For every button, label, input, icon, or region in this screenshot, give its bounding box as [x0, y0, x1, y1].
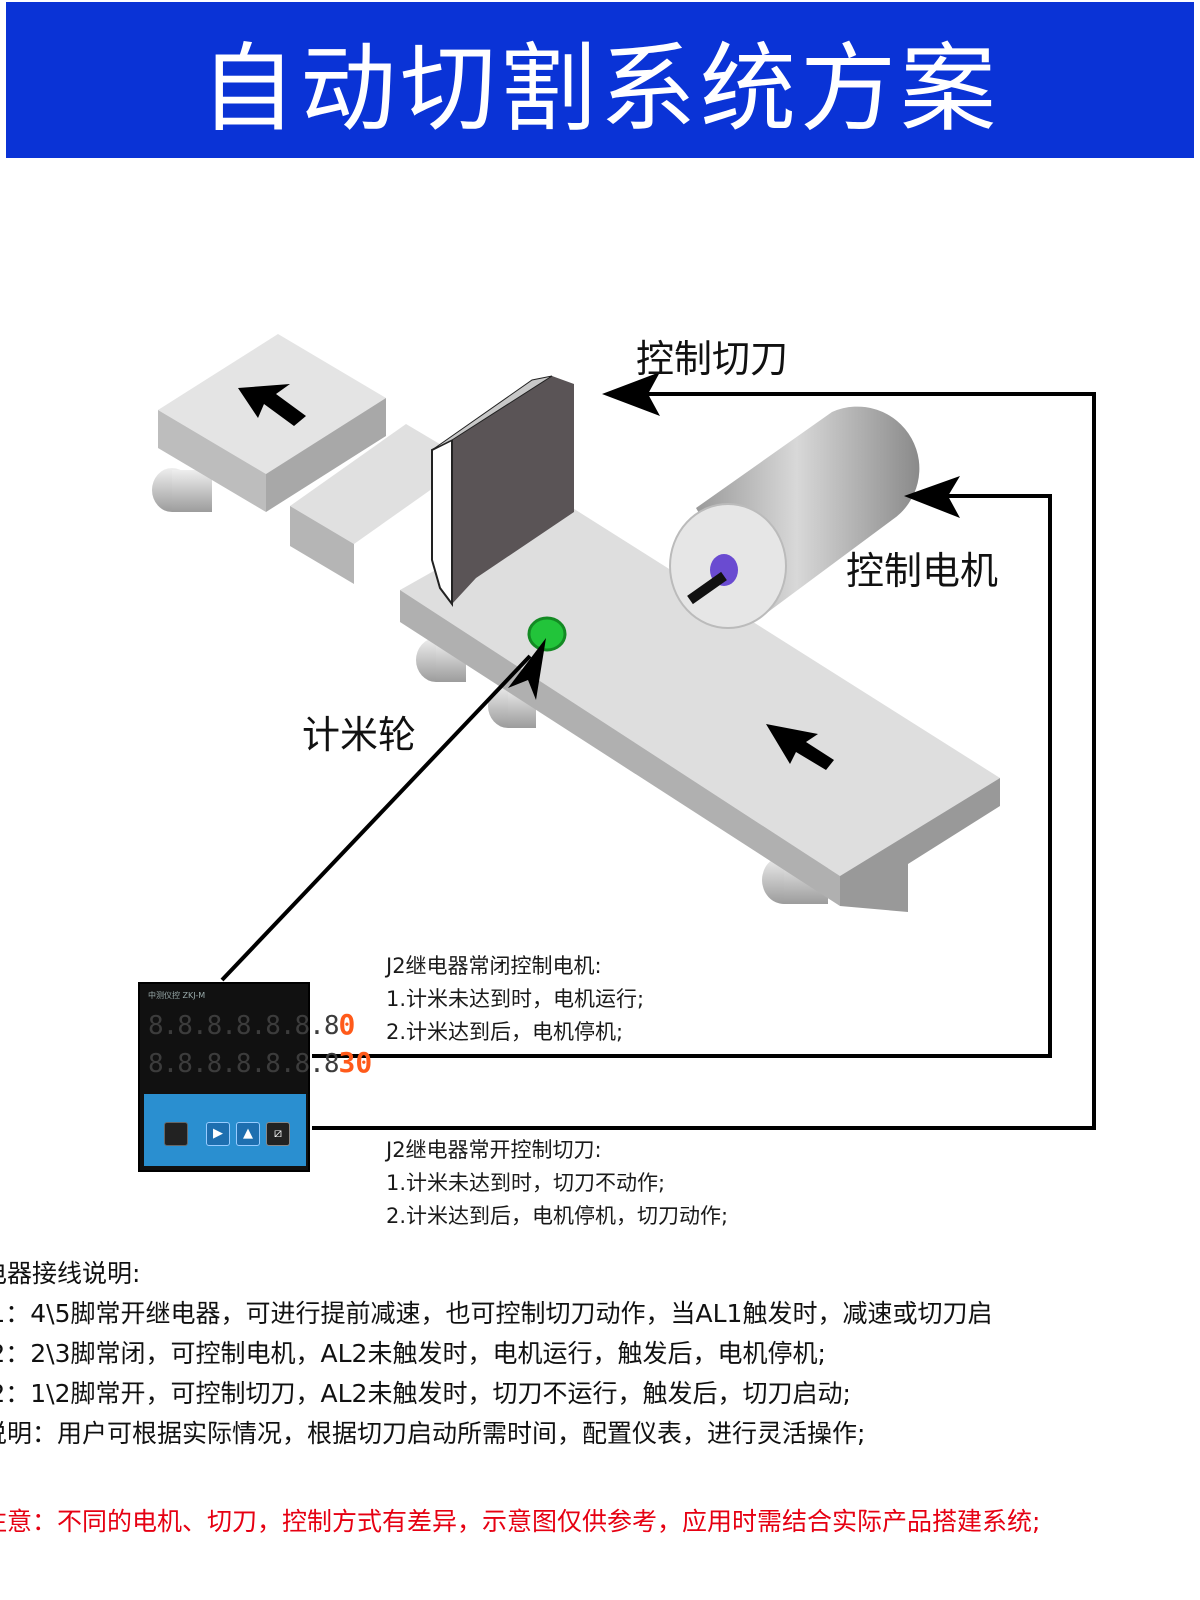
meter-controller: 中测仪控 ZKJ-M 8.8.8.8.8.8.80 8.8.8.8.8.8.83… — [138, 982, 372, 1172]
wiring-instructions: 电器接线说明: J1：4\5脚常开继电器，可进行提前减速，也可控制切刀动作，当A… — [0, 1254, 1200, 1454]
nc-relay-note: J2继电器常闭控制电机: 1.计米未达到时，电机运行; 2.计米达到后，电机停机… — [386, 950, 644, 1049]
conveyor-arrow-icon — [766, 724, 834, 770]
reset-button[interactable]: ⧄ — [266, 1122, 290, 1146]
meter-wheel — [527, 616, 567, 652]
motor-label: 控制电机 — [846, 549, 999, 593]
cutter-arrow-icon — [602, 372, 660, 416]
wiring-line-j2-nc: J2：2\3脚常闭，可控制电机，AL2未触发时，电机运行，触发后，电机停机; — [0, 1339, 826, 1368]
motor-control-line — [312, 494, 1052, 1058]
display-1-value: 0 — [338, 1008, 356, 1041]
display-row-2: 8.8.8.8.8.8.830 — [148, 1046, 372, 1079]
nc-note-line-1: 1.计米未达到时，电机运行; — [386, 987, 645, 1011]
page-title: 自动切割系统方案 — [200, 32, 1000, 145]
wiring-line-note: 说明：用户可根据实际情况，根据切刀启动所需时间，配置仪表，进行灵活操作; — [0, 1419, 866, 1448]
conveyor-belt — [400, 500, 1000, 912]
nc-note-title: J2继电器常闭控制电机: — [386, 954, 602, 978]
set-button[interactable] — [164, 1122, 188, 1146]
wiring-line-j1: J1：4\5脚常开继电器，可进行提前减速，也可控制切刀动作，当AL1触发时，减速… — [0, 1299, 993, 1328]
cutter-blade — [431, 375, 574, 607]
roller-left — [152, 468, 212, 512]
warning-text: 注意：不同的电机、切刀，控制方式有差异，示意图仅供参考，应用时需结合实际产品搭建… — [0, 1507, 1041, 1536]
meter-arrow-icon — [508, 638, 546, 700]
controller-brand: 中测仪控 ZKJ-M — [148, 991, 206, 1000]
cutter-control-line — [312, 392, 1096, 1130]
no-note-title: J2继电器常开控制切刀: — [386, 1138, 602, 1162]
wiring-line-j2-no: J2：1\2脚常开，可控制切刀，AL2未触发时，切刀不运行，触发后，切刀启动; — [0, 1379, 851, 1408]
cut-segment — [290, 424, 470, 584]
meter-signal-line — [220, 654, 532, 982]
tray-arrow-icon — [238, 384, 306, 426]
motor — [669, 406, 920, 629]
no-note-line-1: 1.计米未达到时，切刀不动作; — [386, 1171, 666, 1195]
output-tray — [158, 334, 386, 512]
signal-lines — [220, 392, 1096, 1130]
display-1-digits: 8.8.8.8.8.8.8 — [148, 1011, 339, 1041]
shift-button[interactable]: ▶ — [206, 1122, 230, 1146]
no-relay-note: J2继电器常开控制切刀: 1.计米未达到时，切刀不动作; 2.计米达到后，电机停… — [386, 1134, 728, 1233]
display-2-digits: 8.8.8.8.8.8.8 — [148, 1049, 339, 1079]
meter-wheel-label: 计米轮 — [302, 713, 417, 757]
wiring-title: 电器接线说明: — [0, 1259, 141, 1288]
title-banner: 自动切割系统方案 — [6, 2, 1194, 158]
display-row-1: 8.8.8.8.8.8.80 — [148, 1008, 355, 1041]
nc-note-line-2: 2.计米达到后，电机停机; — [386, 1020, 624, 1044]
no-note-line-2: 2.计米达到后，电机停机，切刀动作; — [386, 1204, 729, 1228]
display-2-value: 30 — [338, 1046, 373, 1079]
cutter-label: 控制切刀 — [636, 337, 789, 381]
motor-arrow-icon — [904, 476, 960, 518]
up-button[interactable]: ▲ — [236, 1122, 260, 1146]
